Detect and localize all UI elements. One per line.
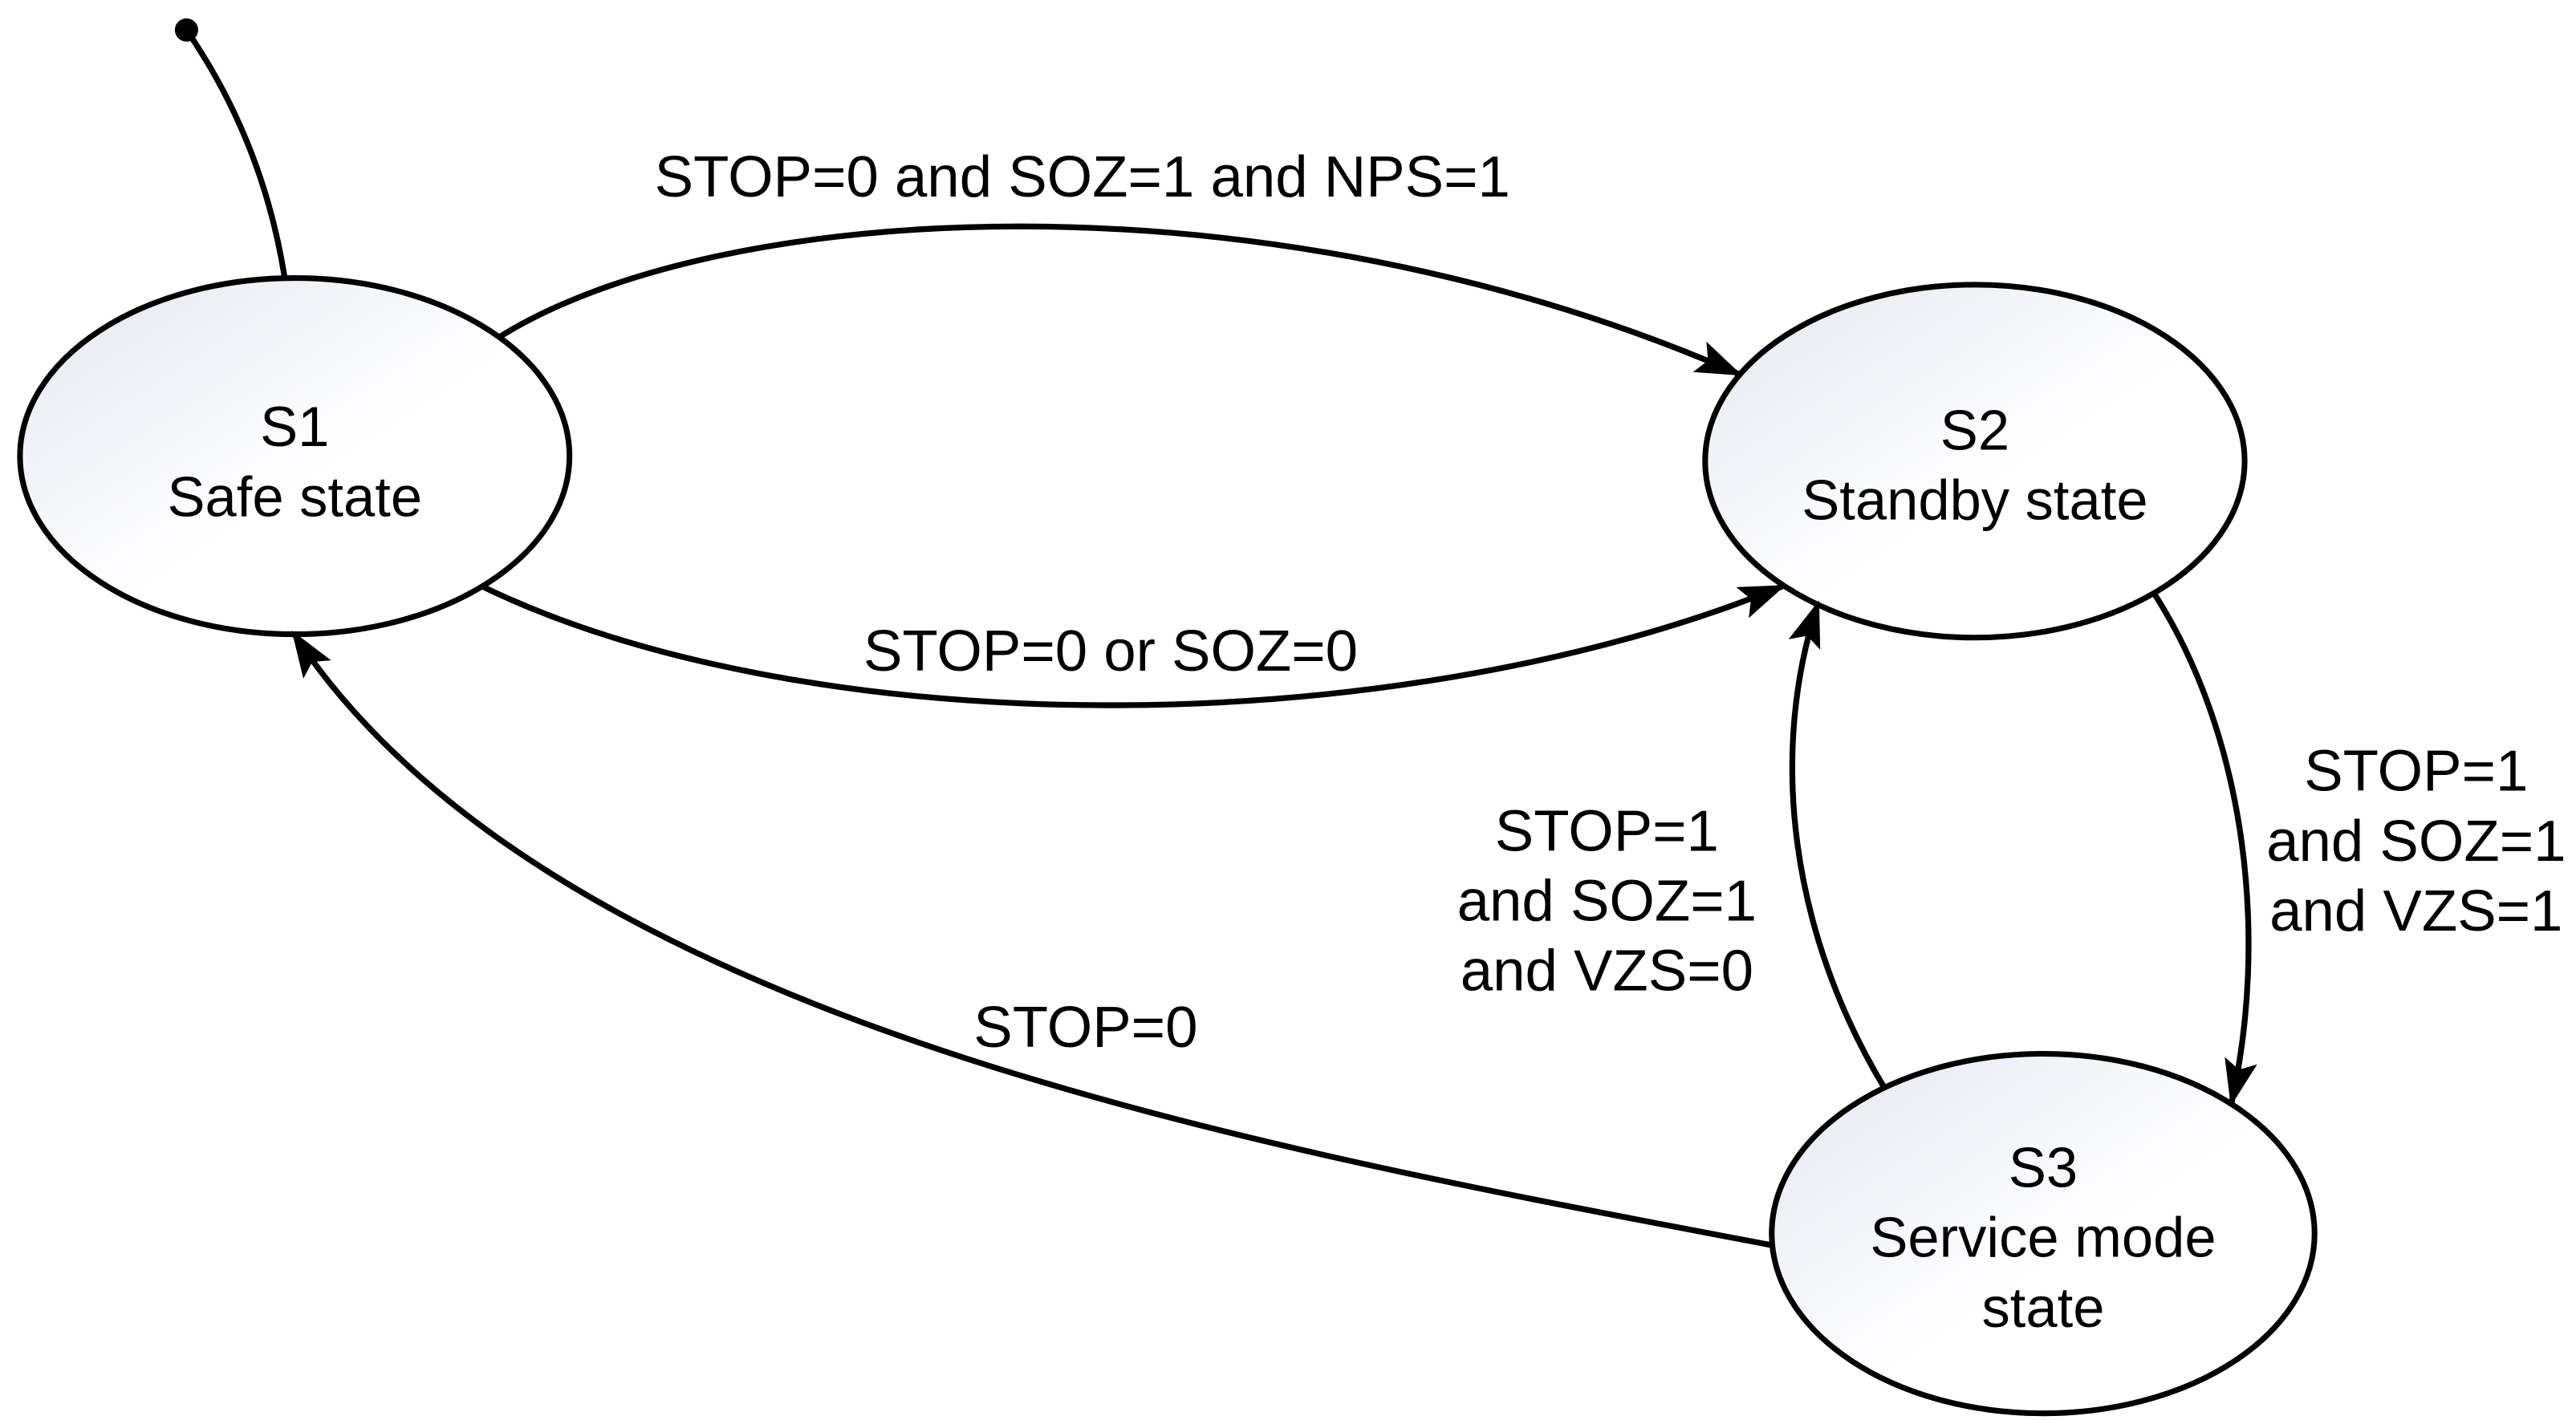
state-node-s1: S1 Safe state xyxy=(17,275,573,638)
transition-edge-s3-s1 xyxy=(291,630,1773,1248)
transition-edge-s1-s2-mid xyxy=(480,583,1786,708)
initial-state-dot xyxy=(174,18,198,42)
transition-label-s3-s2-line3: and VZS=0 xyxy=(1461,939,1753,1004)
transition-label-s3-s2-line1: STOP=1 xyxy=(1495,798,1719,863)
state-ellipse-s2 xyxy=(1702,282,2248,641)
transition-label-s3-s2-line2: and SOZ=1 xyxy=(1457,868,1757,933)
state-name-s1: S1 xyxy=(260,395,329,458)
transition-label-s3-s1: STOP=0 xyxy=(973,995,1197,1060)
state-caption-s3-line2: state xyxy=(1982,1276,2105,1339)
transition-edge-s1-s2-top xyxy=(496,223,1743,378)
transition-label-s2-s3-line3: and VZS=1 xyxy=(2269,878,2562,943)
transition-label-s2-s3: STOP=1 and SOZ=1 and VZS=1 xyxy=(2266,739,2566,943)
transition-label-s2-s3-line1: STOP=1 xyxy=(2304,739,2528,804)
state-ellipse-s3 xyxy=(1769,1050,2318,1417)
transition-edge-s2-s3 xyxy=(2151,592,2257,1106)
state-caption-s2: Standby state xyxy=(1802,468,2147,531)
state-name-s2: S2 xyxy=(1940,398,2009,461)
state-caption-s3-line1: Service mode xyxy=(1870,1206,2216,1269)
initial-edge xyxy=(184,28,288,279)
state-name-s3: S3 xyxy=(2009,1135,2078,1199)
state-caption-s1: Safe state xyxy=(167,465,422,528)
state-node-s2: S2 Standby state xyxy=(1702,282,2248,641)
transition-label-s3-s2: STOP=1 and SOZ=1 and VZS=0 xyxy=(1457,798,1757,1003)
transition-label-s1-s2-top: STOP=0 and SOZ=1 and NPS=1 xyxy=(655,144,1510,209)
transition-label-s2-s3-line2: and SOZ=1 xyxy=(2266,809,2566,874)
transition-label-s1-s2-mid: STOP=0 or SOZ=0 xyxy=(863,619,1358,684)
state-node-s3: S3 Service mode state xyxy=(1769,1050,2318,1417)
transition-edge-s3-s2 xyxy=(1788,600,1887,1090)
